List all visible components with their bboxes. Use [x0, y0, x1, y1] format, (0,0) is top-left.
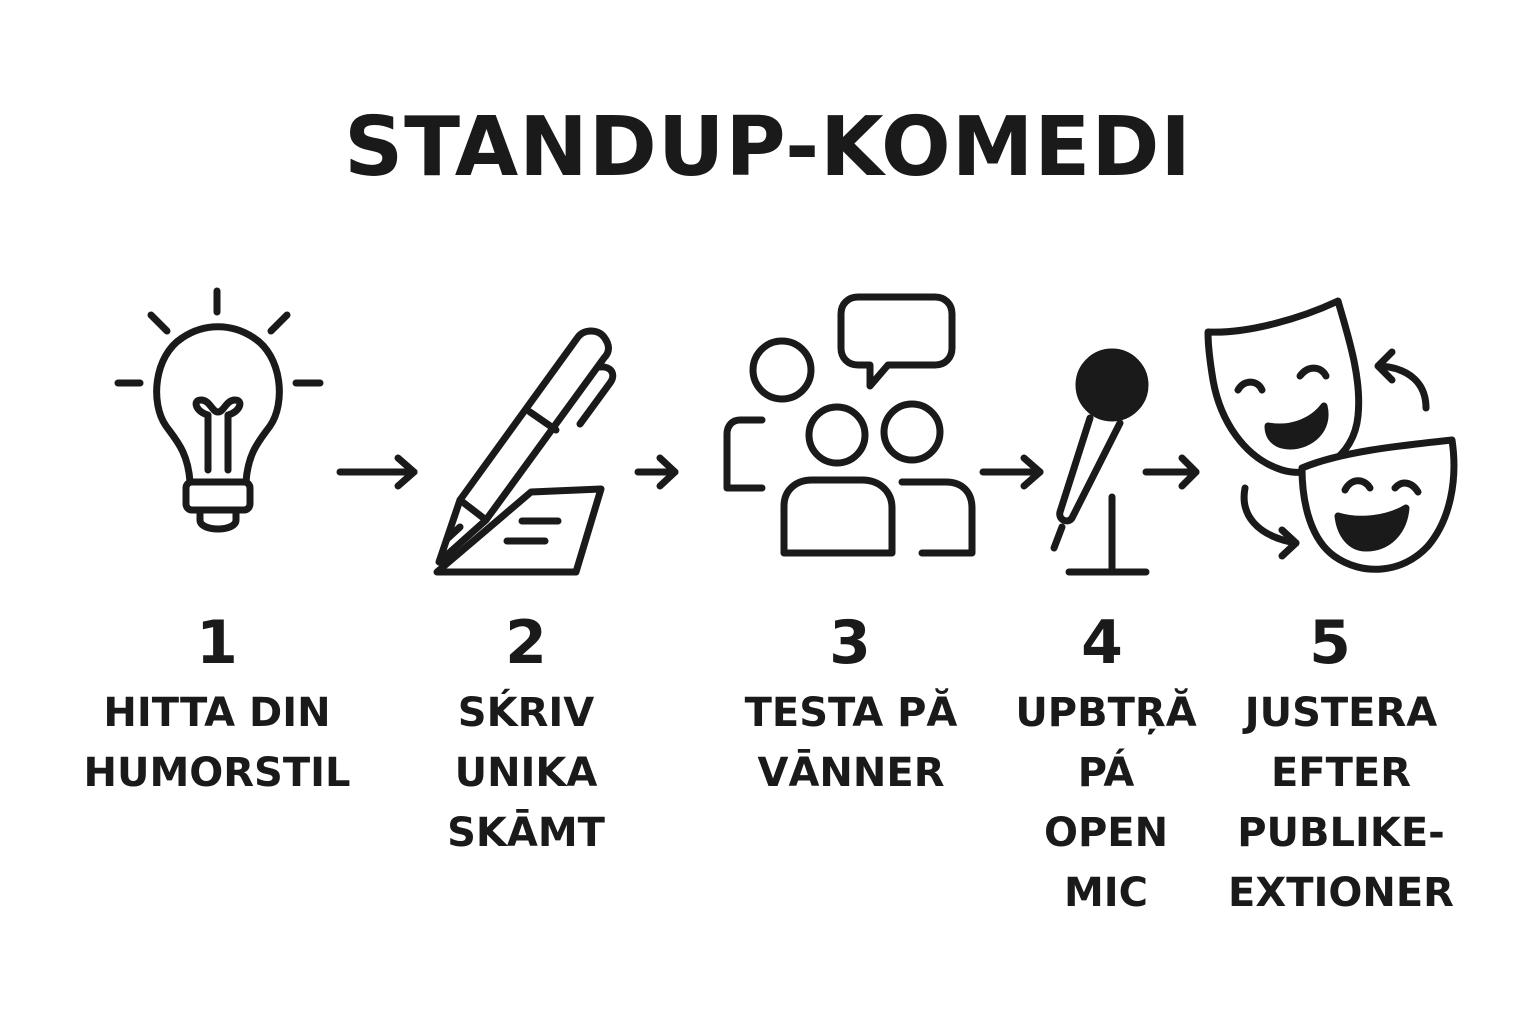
step-number: 1 [196, 608, 238, 678]
step-number: 2 [505, 608, 547, 678]
step-number: 4 [1081, 608, 1123, 678]
step-label: UPBTŖĂ PÁ OPEN MIC [1015, 690, 1197, 916]
diagram-title: STANDUP-KOMEDI [344, 100, 1192, 195]
arrow-icon [336, 454, 418, 490]
arrow-icon [634, 454, 679, 490]
lightbulb-icon [114, 287, 324, 533]
step-label: JUSTERA EFTER PUBLIKE- EXTIONER [1228, 690, 1454, 916]
pen-writing-icon [433, 327, 617, 576]
group-chat-icon [723, 293, 976, 557]
step-label: TESTA PĂ VĀNNER [744, 690, 958, 796]
arrow-icon [979, 454, 1044, 490]
step-label: HITTA DIN HUMORSTIL [83, 690, 351, 796]
step-number: 5 [1309, 608, 1351, 678]
step-number: 3 [829, 608, 871, 678]
theater-masks-icon [1204, 297, 1458, 573]
arrow-icon [1142, 454, 1200, 490]
step-label: SḰRIV UNIKA SKĀMT [447, 690, 605, 856]
microphone-icon [1050, 348, 1150, 576]
